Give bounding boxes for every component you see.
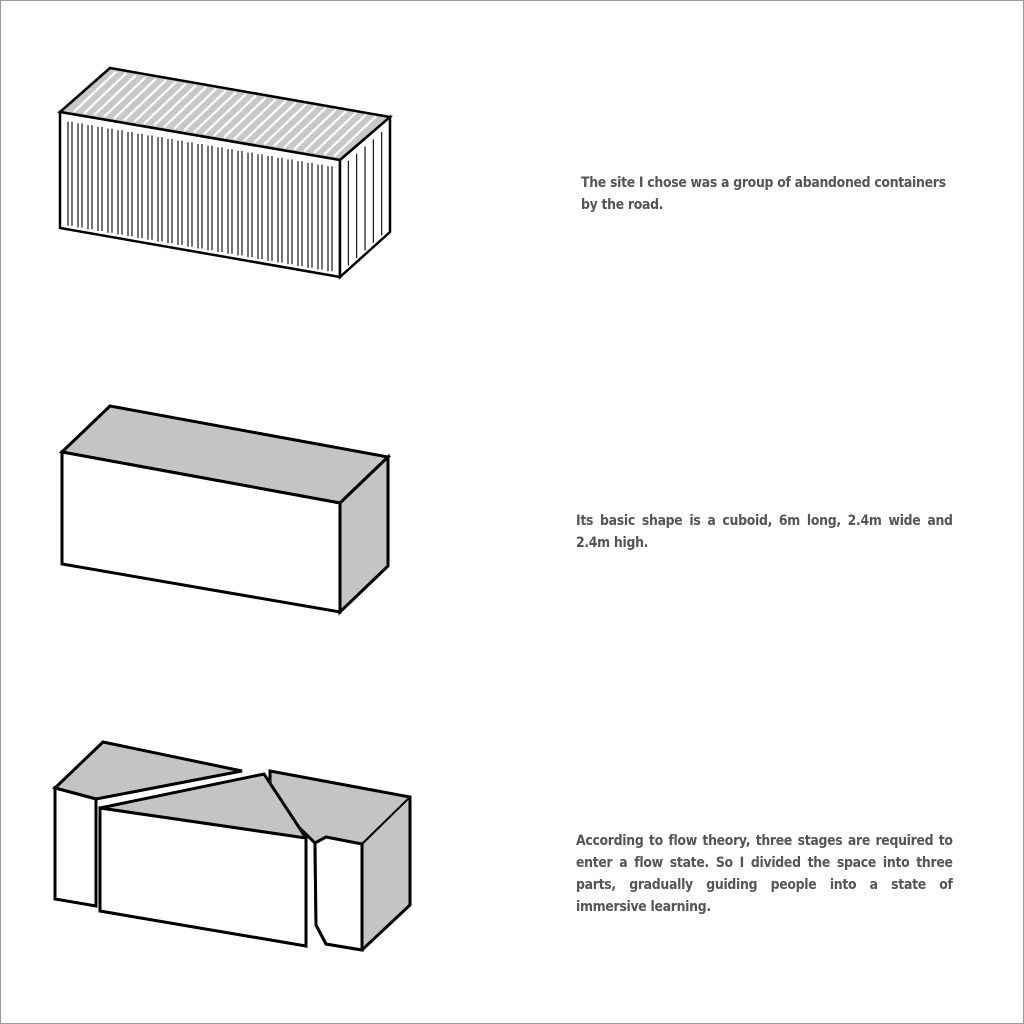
caption-division: According to flow theory, three stages a… (576, 833, 953, 915)
caption-shape: Its basic shape is a cuboid, 6m long, 2.… (576, 513, 953, 551)
caption-site: The site I chose was a group of abandone… (581, 175, 946, 213)
